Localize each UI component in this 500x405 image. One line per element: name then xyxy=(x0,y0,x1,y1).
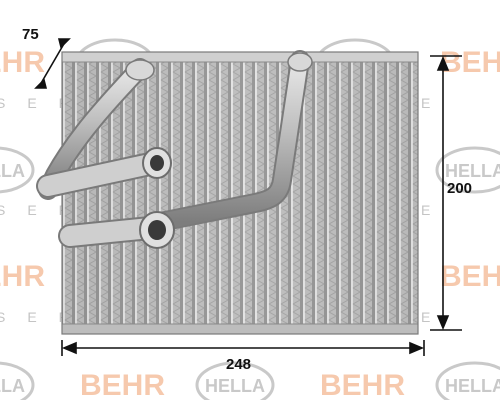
watermark-brand-a-logo: BEHR xyxy=(440,46,500,79)
dimension-lines xyxy=(34,38,462,356)
height-dimension-label: 200 xyxy=(447,180,473,197)
svg-text:HELLA: HELLA xyxy=(0,376,25,396)
svg-text:HELLA: HELLA xyxy=(445,376,500,396)
watermark-brand-b-logo: HELLA xyxy=(0,146,35,194)
depth-dimension-label: 75 xyxy=(22,26,39,43)
watermark-brand-a-logo: BEHR xyxy=(0,260,45,293)
watermark-brand-b-logo: HELLA xyxy=(435,146,500,194)
watermark-brand-a-logo: BEHR xyxy=(320,369,405,400)
svg-text:HELLA: HELLA xyxy=(0,161,25,181)
svg-text:HELLA: HELLA xyxy=(445,161,500,181)
watermark-brand-a-logo: BEHR xyxy=(440,260,500,293)
svg-text:HELLA: HELLA xyxy=(205,376,265,396)
watermark-brand-b-logo: HELLA xyxy=(0,361,35,405)
watermark-brand-a-logo: BEHR xyxy=(80,369,165,400)
watermark-brand-b-logo: HELLA xyxy=(195,361,275,405)
watermark-brand-a-logo: BEHR xyxy=(0,46,45,79)
watermark-brand-b-logo: HELLA xyxy=(435,361,500,405)
width-dimension-label: 248 xyxy=(226,356,252,373)
refrigerant-pipes xyxy=(36,50,313,249)
